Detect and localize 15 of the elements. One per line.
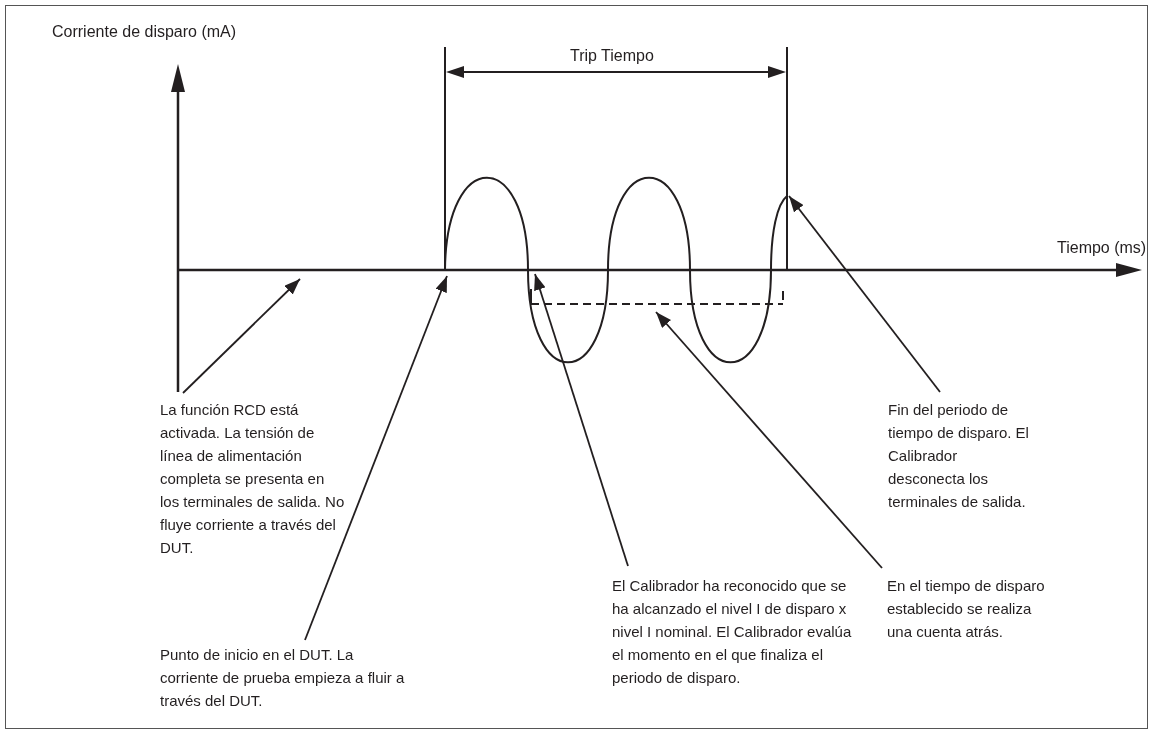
axis-label: Tiempo (ms) [1057, 238, 1147, 258]
callout-text: Fin del periodo de tiempo de disparo. El Calibrador desconecta los terminales de salida. [888, 398, 1034, 513]
dimension-label: Trip Tiempo [570, 46, 654, 66]
axis-label: Corriente de disparo (mA) [52, 22, 237, 42]
leader-line [655, 311, 883, 569]
x-axis [178, 263, 1142, 277]
callout-text: La función RCD está activada. La tensión de línea de alimentación completa se presenta en los terminales de salida. No fluye corriente a través del DUT. [160, 398, 346, 559]
callout-text: Punto de inicio en el DUT. La corriente de prueba empieza a fluir a través del DUT. [160, 643, 412, 712]
waveform [444, 176, 788, 364]
leader-line [182, 278, 301, 394]
callout-text: En el tiempo de disparo establecido se realiza una cuenta atrás. [887, 574, 1059, 643]
callout-text: El Calibrador ha reconocido que se ha alcanzado el nivel I de disparo x nivel I nominal. El Calibrador evalúa el momento en el que finaliza el periodo de disparo. [612, 574, 864, 689]
leader-line [304, 275, 448, 641]
leader-line [534, 273, 629, 567]
leader-line [788, 195, 941, 393]
